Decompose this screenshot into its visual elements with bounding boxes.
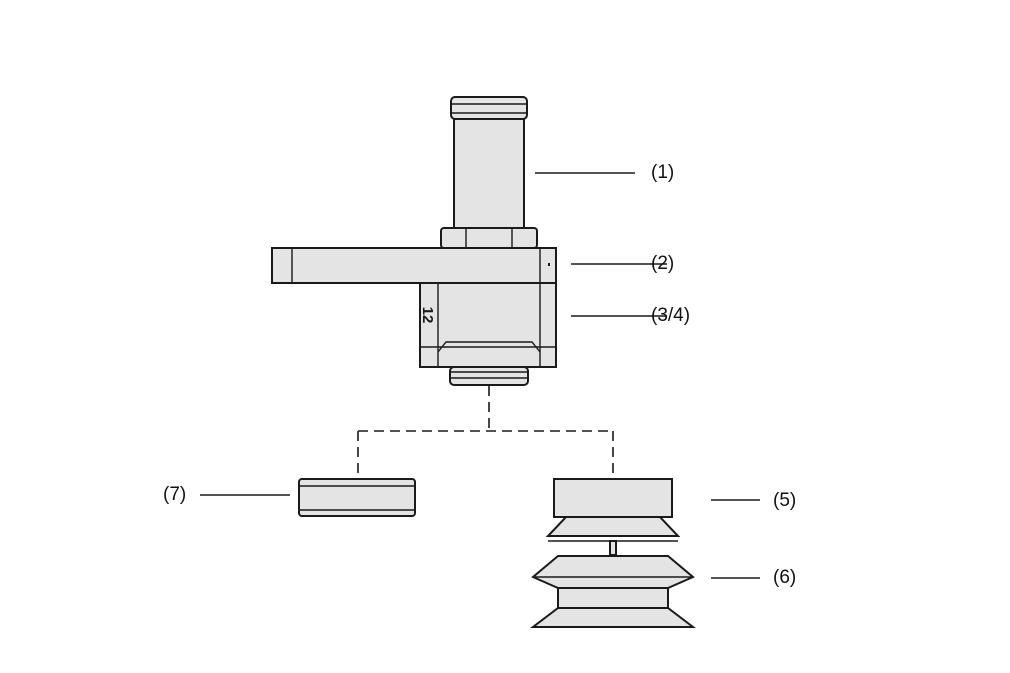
callout-1: (1) [651,162,675,183]
callout-6: (6) [773,567,797,588]
body-marking: 12 [419,307,436,324]
callout-5: (5) [773,490,797,511]
callout-2: (2) [651,253,675,274]
part-5-suction-cup-adapter [545,478,681,556]
exchange-connector-lines [357,386,614,478]
part-2-mounting-bracket [271,247,557,284]
part-3-4-gripper-body: 12 [419,282,557,368]
body-seal-ring [449,366,529,386]
part-6-bellows-suction-cup [530,555,696,628]
part-1-connection-fitting [450,96,528,230]
callout-3-4: (3/4) [651,305,691,326]
leader-lines [200,172,760,579]
callout-7: (7) [163,484,187,505]
hex-nut [440,227,538,249]
part-7-plug [298,478,416,517]
